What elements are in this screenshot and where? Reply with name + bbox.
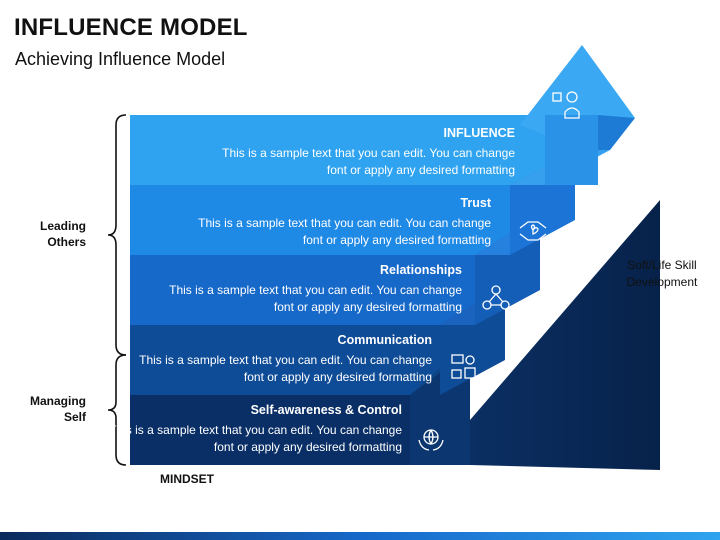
staircase-side-face — [470, 200, 660, 470]
teacher-board-icon — [552, 91, 580, 119]
managing-self-label: Managing Self — [30, 394, 86, 424]
band-influence — [130, 115, 545, 185]
step-communication-text: Communication This is a sample text that… — [132, 332, 432, 386]
managing-self-bracket — [107, 354, 127, 466]
step-self-awareness-heading: Self-awareness & Control — [250, 403, 402, 417]
mindset-label: MINDSET — [160, 472, 214, 486]
step-communication-body: This is a sample text that you can edit.… — [139, 353, 432, 384]
soft-life-skill-label: Soft/Life Skill Development — [626, 258, 698, 289]
step-trust-heading: Trust — [460, 196, 491, 210]
leading-others-bracket — [107, 114, 127, 356]
step-trust-body: This is a sample text that you can edit.… — [198, 216, 491, 247]
step-influence-text: INFLUENCE This is a sample text that you… — [215, 125, 515, 179]
step-communication-heading: Communication — [337, 333, 432, 347]
globe-hands-icon — [418, 429, 444, 451]
chat-communication-icon — [451, 354, 476, 379]
arrow-shaft — [545, 115, 598, 185]
band-communication — [130, 325, 440, 395]
step-relationships-heading: Relationships — [380, 263, 462, 277]
band-self-awareness — [130, 395, 410, 465]
step-influence-body: This is a sample text that you can edit.… — [222, 146, 515, 177]
step-self-awareness-text: Self-awareness & Control This is a sampl… — [102, 402, 402, 456]
step-relationships-text: Relationships This is a sample text that… — [162, 262, 462, 316]
step-relationships-body: This is a sample text that you can edit.… — [169, 283, 462, 314]
leading-others-label: Leading Others — [39, 219, 86, 249]
step-influence-heading: INFLUENCE — [443, 126, 515, 140]
band-relationships — [130, 255, 475, 325]
arrow-head — [520, 45, 635, 135]
network-people-icon — [482, 285, 510, 310]
handshake-heart-icon — [519, 221, 547, 241]
step-self-awareness-body: This is a sample text that you can edit.… — [109, 423, 402, 454]
step-trust-text: Trust This is a sample text that you can… — [191, 195, 491, 249]
page-title: INFLUENCE MODEL — [14, 14, 248, 41]
footer-bar — [0, 532, 720, 540]
page-subtitle: Achieving Influence Model — [15, 49, 226, 69]
band-trust — [130, 185, 510, 255]
arrow-shaft-side — [598, 115, 635, 150]
